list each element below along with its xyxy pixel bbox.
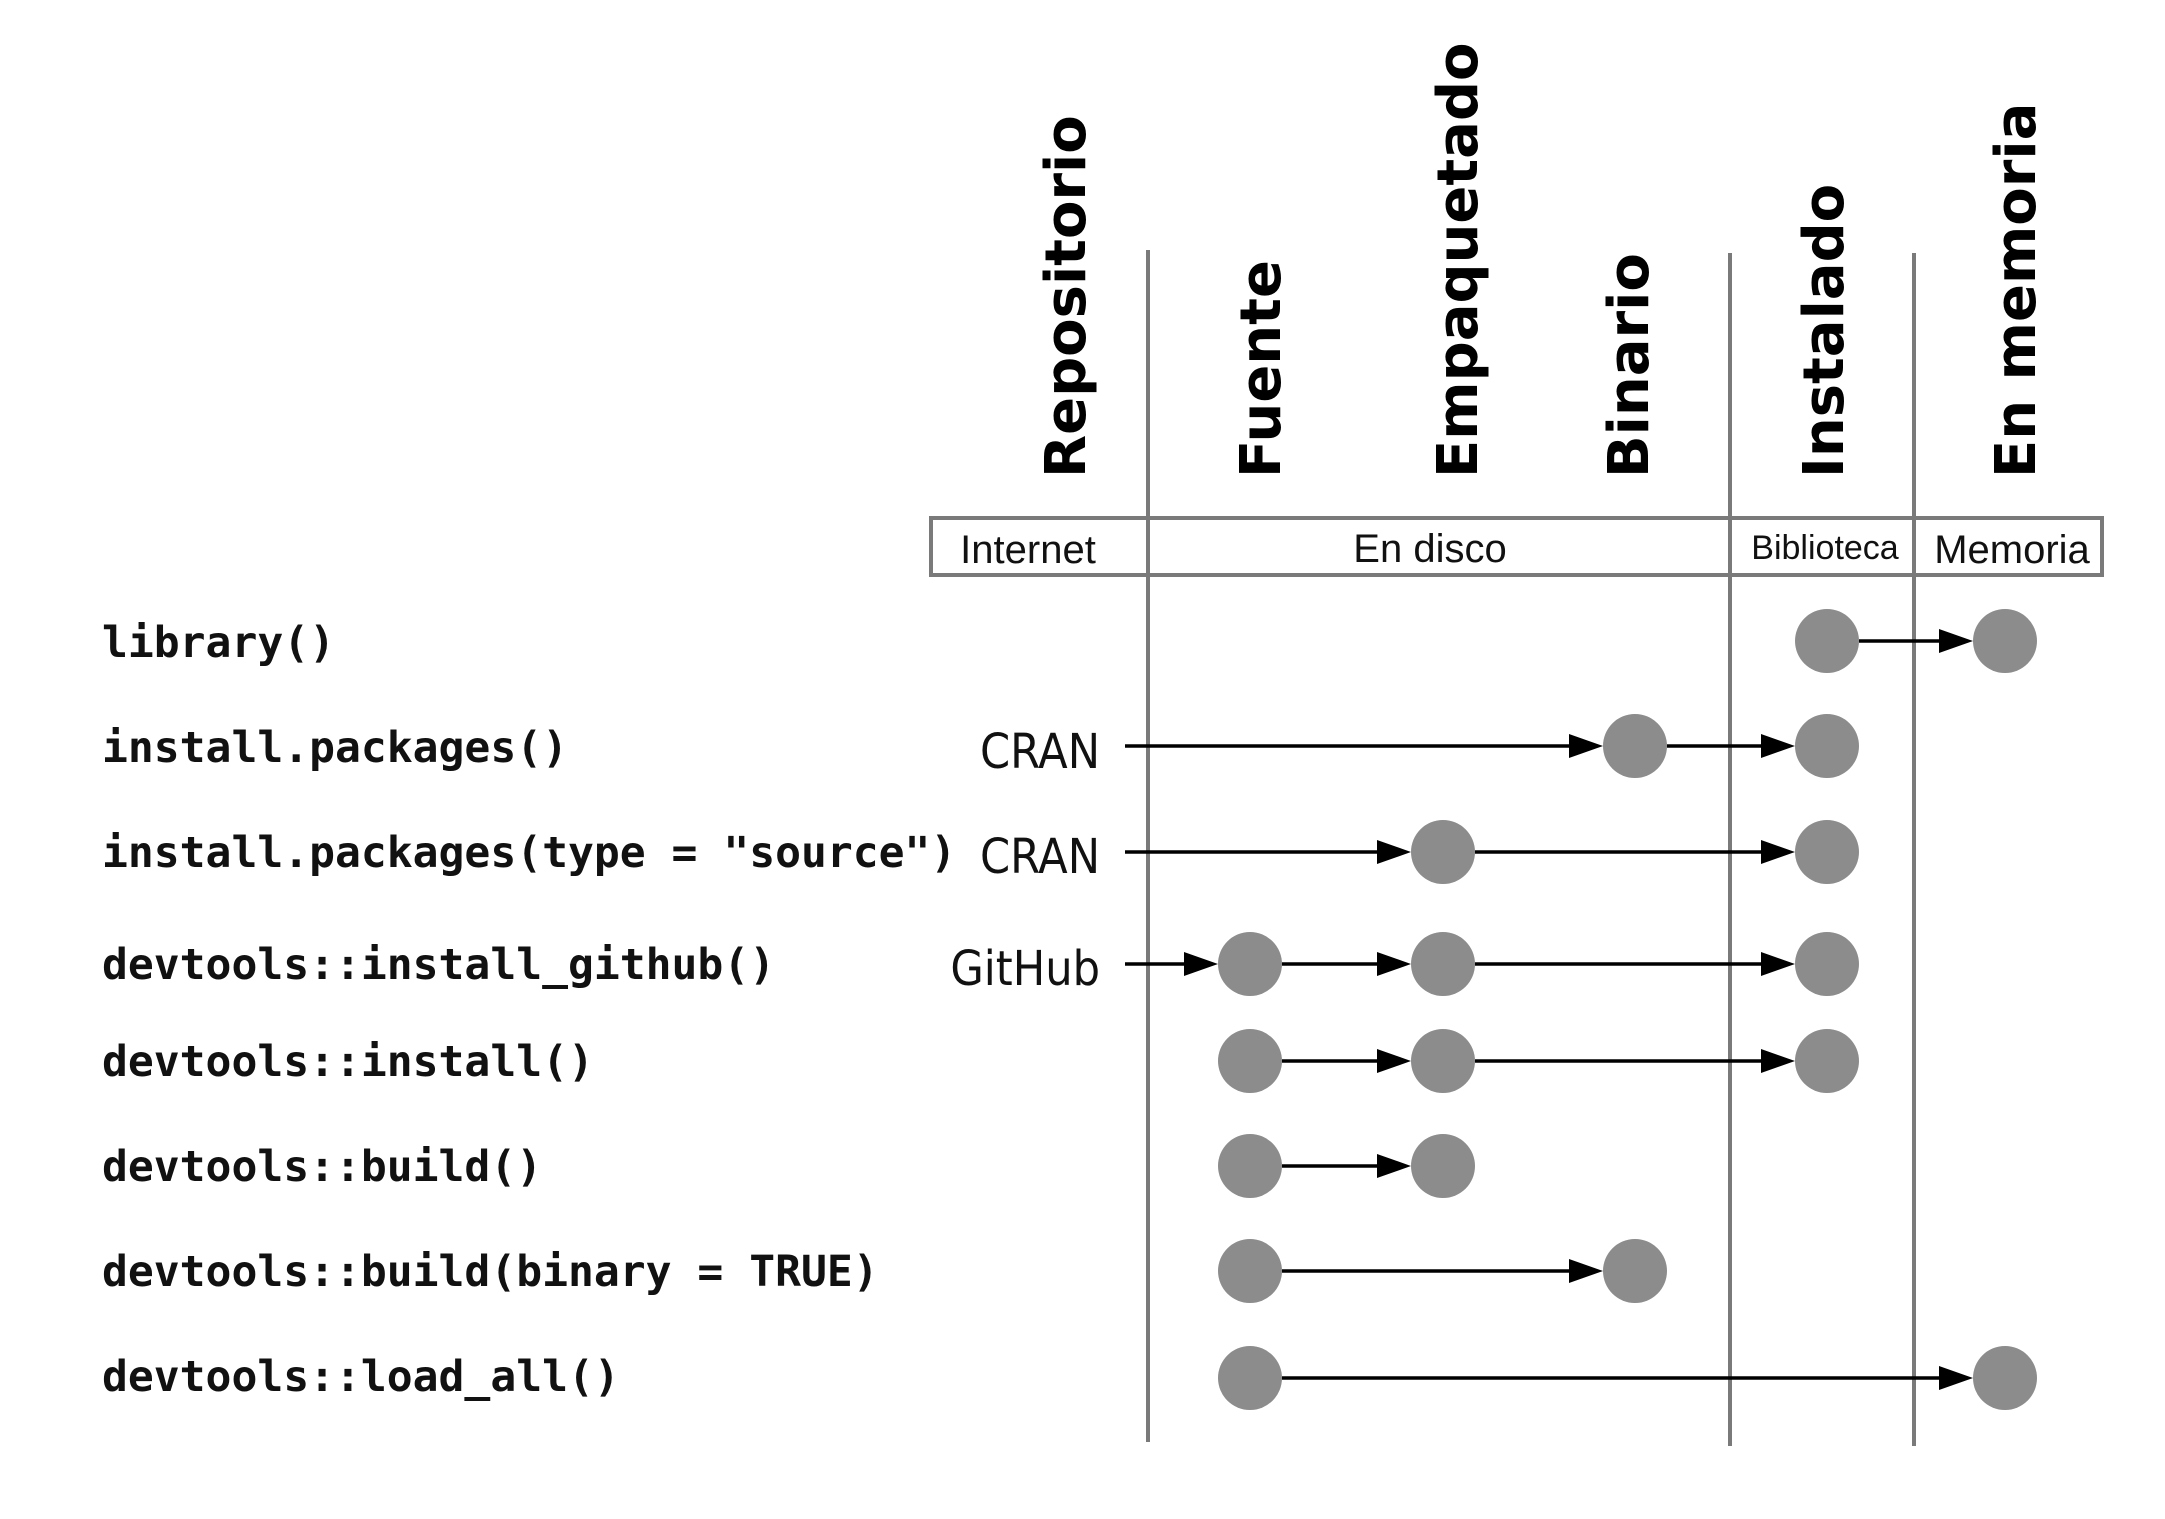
column-header-empaquetado: Empaquetado (1426, 42, 1491, 478)
arrow-head (1377, 952, 1411, 976)
state-node-en-memoria (1973, 1346, 2037, 1410)
source-label-github: GitHub (950, 941, 1100, 997)
location-internet: Internet (960, 528, 1096, 572)
column-header-repositorio: Repositorio (1034, 115, 1099, 478)
flow-row (1218, 1029, 1859, 1093)
state-node-instalado (1795, 932, 1859, 996)
flow-row (1125, 820, 1859, 884)
flow-row (1218, 1134, 1475, 1198)
arrow-head (1569, 1259, 1603, 1283)
column-header-en-memoria: En memoria (1984, 103, 2049, 478)
arrow-head (1761, 1049, 1795, 1073)
arrow-head (1939, 1366, 1973, 1390)
column-header-instalado: Instalado (1792, 184, 1857, 478)
function-label: devtools::build() (102, 1142, 542, 1192)
function-label: devtools::install() (102, 1037, 594, 1087)
arrow-head (1569, 734, 1603, 758)
state-node-binario (1603, 1239, 1667, 1303)
arrow-head (1939, 629, 1973, 653)
state-node-fuente (1218, 1029, 1282, 1093)
column-header-binario: Binario (1597, 253, 1662, 478)
state-node-empaquetado (1411, 1134, 1475, 1198)
state-node-instalado (1795, 1029, 1859, 1093)
source-label-cran-source: CRAN (980, 829, 1100, 885)
function-labels: library() install.packages() install.pac… (102, 618, 956, 1402)
function-label: devtools::build(binary = TRUE) (102, 1247, 879, 1297)
state-node-en-memoria (1973, 609, 2037, 673)
state-node-fuente (1218, 1346, 1282, 1410)
source-labels: CRAN CRAN GitHub (950, 724, 1100, 997)
arrow-head (1761, 952, 1795, 976)
dividers (1146, 250, 1916, 1446)
function-label: devtools::install_github() (102, 940, 775, 990)
flow-row (1125, 714, 1859, 778)
state-node-binario (1603, 714, 1667, 778)
flow-row (1795, 609, 2037, 673)
function-label: devtools::load_all() (102, 1352, 620, 1402)
location-bar: Internet En disco Biblioteca Memoria (929, 516, 2104, 577)
state-node-instalado (1795, 714, 1859, 778)
arrow-head (1184, 952, 1218, 976)
state-node-empaquetado (1411, 820, 1475, 884)
column-header-fuente: Fuente (1229, 260, 1294, 478)
state-node-fuente (1218, 932, 1282, 996)
location-biblioteca: Biblioteca (1751, 529, 1899, 567)
state-node-instalado (1795, 820, 1859, 884)
location-memoria: Memoria (1934, 528, 2090, 572)
function-label: library() (102, 618, 335, 668)
location-box (929, 516, 2104, 577)
arrow-head (1377, 1049, 1411, 1073)
location-en-disco: En disco (1353, 527, 1506, 571)
state-node-fuente (1218, 1134, 1282, 1198)
function-label: install.packages() (102, 723, 568, 773)
flow-row (1125, 932, 1859, 996)
function-label: install.packages(type = "source") (102, 828, 956, 878)
state-node-instalado (1795, 609, 1859, 673)
state-node-fuente (1218, 1239, 1282, 1303)
arrow-head (1377, 840, 1411, 864)
column-headers: Repositorio Fuente Empaquetado Binario I… (1034, 42, 2049, 478)
arrow-head (1761, 840, 1795, 864)
arrow-head (1377, 1154, 1411, 1178)
flows (1125, 609, 2037, 1410)
state-node-empaquetado (1411, 1029, 1475, 1093)
state-node-empaquetado (1411, 932, 1475, 996)
flow-row (1218, 1239, 1667, 1303)
source-label-cran: CRAN (980, 724, 1100, 780)
flow-row (1218, 1346, 2037, 1410)
arrow-head (1761, 734, 1795, 758)
